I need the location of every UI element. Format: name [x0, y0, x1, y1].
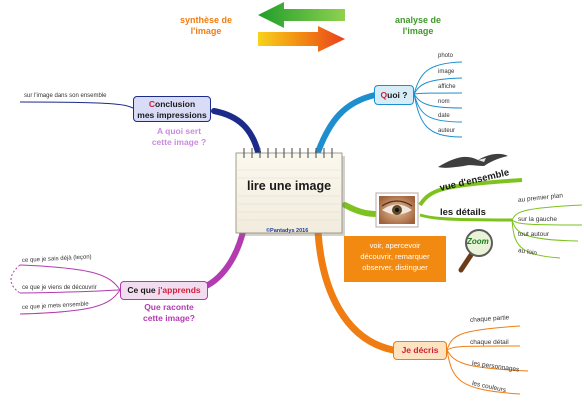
quoi-node[interactable]: Quoi ? — [374, 85, 414, 105]
apprends-question: Que raconte cette image? — [132, 302, 206, 324]
conclusion-question-line2: cette image ? — [151, 137, 207, 147]
quoi-item-photo: photo — [438, 53, 454, 59]
details-label: les détails — [440, 207, 486, 218]
quoi-initial: Q — [380, 90, 388, 100]
decris-leaf-lines — [446, 325, 529, 395]
quoi-item-date: date — [438, 113, 450, 119]
conclusion-node[interactable]: Conclusion mes impressions — [133, 96, 211, 122]
quoi-item-image: image — [438, 69, 455, 75]
apprends-question-line1: Que raconte — [144, 302, 194, 312]
details-note-line2: découvrir, remarquer — [360, 252, 430, 261]
conclusion-question-line1: A quoi sert — [156, 126, 202, 136]
conclusion-label: onclusion — [155, 99, 196, 109]
center-credit: ©Pantadys 2016 — [266, 228, 309, 234]
conclusion-leaf-line — [19, 101, 134, 109]
center-title: lire une image — [246, 179, 332, 193]
apprends-question-line2: cette image? — [143, 313, 195, 323]
branch-quoi — [315, 92, 378, 155]
branch-details — [342, 202, 381, 217]
apprends-leaf-lines — [10, 264, 121, 315]
vue-line — [418, 178, 523, 207]
apprends-label-highlight: j'apprends — [158, 285, 201, 295]
zoom-label: Zoom — [467, 237, 489, 246]
apprends-label: Ce que — [127, 285, 159, 295]
quoi-item-affiche: affiche — [438, 84, 456, 90]
decris-item-detail: chaque détail — [470, 339, 509, 346]
conclusion-item: sur l'image dans son ensemble — [24, 93, 107, 99]
header-synthese-line1: synthèse de — [179, 15, 233, 25]
apprends-node[interactable]: Ce que j'apprends — [120, 281, 208, 300]
branch-decris — [314, 228, 397, 354]
details-note: voir, apercevoir découvrir, remarquer ob… — [344, 236, 446, 282]
eye-photo — [375, 192, 419, 228]
magnifier-icon — [458, 229, 493, 273]
arrow-left-icon — [258, 2, 345, 28]
spiral-binding — [243, 148, 333, 158]
quoi-item-nom: nom — [438, 99, 450, 105]
conclusion-initial: C — [148, 99, 155, 109]
header-analyse-line1: analyse de — [394, 15, 442, 25]
conclusion-line1: Conclusion — [134, 99, 210, 110]
header-analyse: analyse de l'image — [380, 15, 456, 37]
conclusion-line2: mes impressions — [137, 110, 207, 120]
eagle-icon — [438, 153, 508, 168]
conclusion-question: A quoi sert cette image ? — [142, 126, 216, 148]
header-synthese-line2: l'image — [190, 26, 222, 36]
header-synthese: synthèse de l'image — [168, 15, 244, 37]
details-item-autour: tout autour — [518, 231, 550, 238]
quoi-leaf-lines — [413, 61, 463, 138]
quoi-item-auteur: auteur — [438, 128, 456, 134]
apprends-item-decouvrir: ce que je viens de découvrir — [22, 285, 97, 291]
notepad-card — [235, 148, 345, 236]
arrow-right-icon — [258, 26, 345, 52]
quoi-label: uoi ? — [387, 90, 408, 100]
details-note-line1: voir, apercevoir — [369, 241, 421, 250]
branch-conclusion — [211, 108, 261, 155]
details-item-gauche: sur la gauche — [518, 216, 558, 223]
details-note-line3: observer, distinguer — [362, 263, 428, 272]
header-analyse-line2: l'image — [402, 26, 434, 36]
decris-node[interactable]: Je décris — [393, 341, 447, 360]
details-line — [419, 213, 513, 222]
details-leaf-lines — [511, 204, 583, 259]
